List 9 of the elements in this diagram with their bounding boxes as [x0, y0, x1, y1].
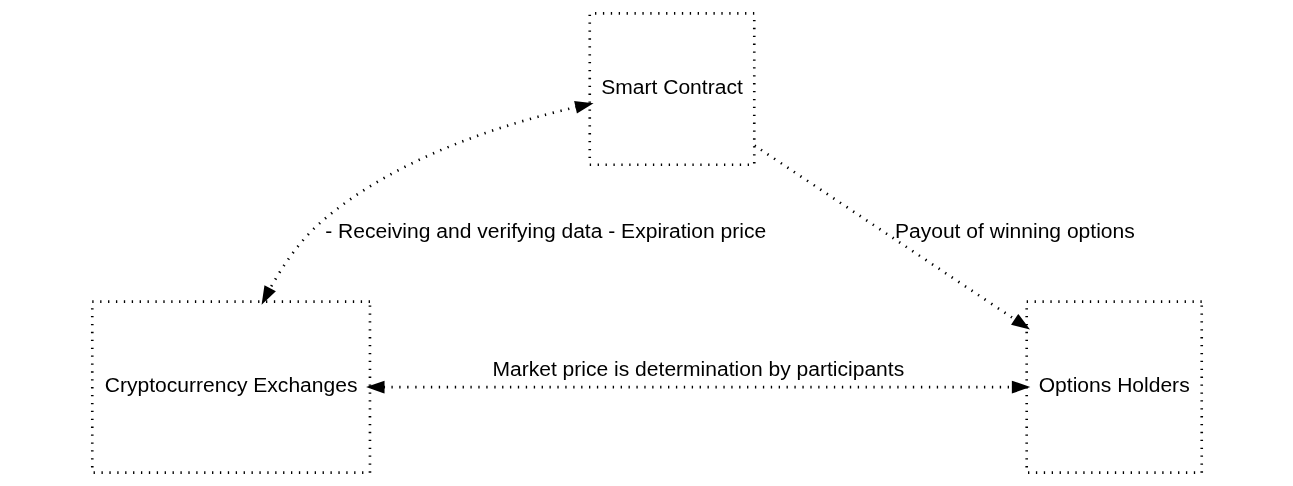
arrow: [753, 144, 1030, 330]
arrow: [365, 380, 1030, 394]
node-box: Cryptocurrency Exchanges: [90, 300, 371, 474]
node-box: Options Holders: [1024, 300, 1203, 474]
edge-label: Market price is determination by participants: [491, 357, 904, 381]
edge-label: Payout of winning options: [894, 219, 1135, 243]
node-box: Smart Contract: [587, 12, 756, 166]
edge-label: - Receiving and verifying data - Expiration price: [324, 219, 766, 243]
arrow: [261, 101, 594, 305]
